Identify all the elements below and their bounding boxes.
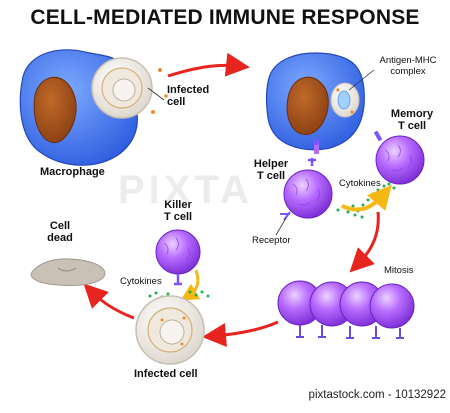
label-antigen-line2: complex: [390, 66, 426, 77]
label-helper-t-cell: Helper T cell: [246, 158, 296, 182]
label-mitosis: Mitosis: [384, 265, 414, 276]
label-memory-t-cell: Memory T cell: [380, 108, 444, 132]
label-cytokines-left: Cytokines: [120, 276, 162, 287]
label-infected-cell-bottom: Infected cell: [134, 368, 198, 380]
stock-footer: pixtastock.com - 10132922: [308, 389, 446, 401]
label-antigen-line1: Antigen-MHC: [379, 55, 437, 66]
label-macrophage: Macrophage: [40, 166, 105, 178]
label-cytokines-right: Cytokines: [339, 178, 381, 189]
watermark: PIXTA: [118, 168, 253, 212]
label-cell-dead-line2: dead: [47, 232, 73, 244]
label-cell-dead-line1: Cell: [49, 220, 71, 232]
killer-t-cell: [155, 229, 201, 286]
dead-cell: [30, 258, 106, 286]
macrophage-cell: [19, 49, 168, 166]
antigen-presenting-cell: [265, 52, 365, 154]
label-killer-t-cell: Killer T cell: [150, 199, 206, 223]
label-infected-line2: cell: [167, 96, 186, 108]
infected-cell-bottom: [135, 295, 205, 365]
label-infected-cell-top: Infected cell: [167, 84, 209, 108]
mitosis-cell-cluster: [277, 280, 415, 339]
label-killer-line2: T cell: [163, 211, 193, 223]
helper-t-cell: [280, 158, 333, 221]
label-receptor: Receptor: [252, 235, 291, 246]
label-antigen-mhc: Antigen-MHC complex: [366, 55, 450, 77]
label-helper-line2: T cell: [256, 170, 286, 182]
label-memory-line2: T cell: [397, 120, 427, 132]
label-killer-line1: Killer: [164, 199, 192, 211]
memory-t-cell: [373, 130, 425, 185]
label-helper-line1: Helper: [253, 158, 289, 170]
diagram-title: CELL-MEDIATED IMMUNE RESPONSE: [30, 6, 420, 29]
label-memory-line1: Memory: [390, 108, 434, 120]
label-cell-dead: Cell dead: [40, 220, 80, 244]
label-infected-line1: Infected: [167, 84, 210, 96]
